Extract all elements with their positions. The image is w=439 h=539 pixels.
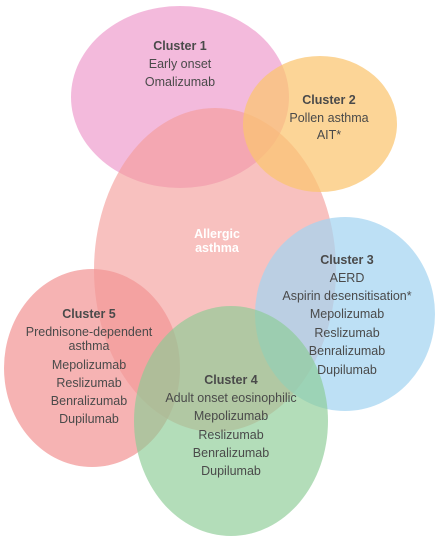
center-title-line2: asthma (195, 241, 240, 255)
cluster3-line: Aspirin desensitisation* (282, 289, 411, 303)
cluster4-line: Mepolizumab (194, 409, 268, 423)
cluster5-line: Dupilumab (59, 412, 119, 426)
cluster5-line: Benralizumab (51, 394, 127, 408)
cluster4-line: Adult onset eosinophilic (165, 391, 296, 405)
cluster5-line: Reslizumab (56, 376, 121, 390)
cluster2-line: AIT* (317, 128, 341, 142)
cluster2-ellipse (243, 56, 397, 192)
center-title-line1: Allergic (194, 227, 240, 241)
cluster2-title: Cluster 2 (302, 93, 356, 107)
cluster4-ellipse (134, 306, 328, 536)
cluster1-title: Cluster 1 (153, 39, 207, 53)
cluster1-line: Omalizumab (145, 75, 215, 89)
cluster5-line: Prednisone-dependent (26, 325, 153, 339)
cluster3-line: Benralizumab (309, 344, 385, 358)
cluster2-line: Pollen asthma (289, 111, 368, 125)
cluster5-title: Cluster 5 (62, 307, 116, 321)
cluster3-line: Reslizumab (314, 326, 379, 340)
cluster3-line: AERD (330, 271, 365, 285)
cluster4-line: Dupilumab (201, 464, 261, 478)
cluster1-line: Early onset (149, 57, 212, 71)
cluster3-line: Mepolizumab (310, 307, 384, 321)
cluster5-line: asthma (69, 339, 110, 353)
cluster3-title: Cluster 3 (320, 253, 374, 267)
cluster4-line: Reslizumab (198, 428, 263, 442)
cluster3-line: Dupilumab (317, 363, 377, 377)
cluster4-line: Benralizumab (193, 446, 269, 460)
cluster4-title: Cluster 4 (204, 373, 258, 387)
cluster5-line: Mepolizumab (52, 358, 126, 372)
